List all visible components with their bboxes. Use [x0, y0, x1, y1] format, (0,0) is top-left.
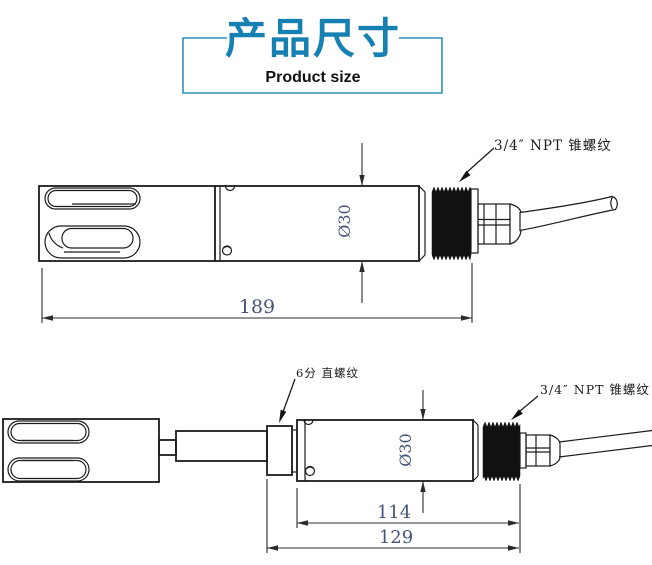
straight-thread-label: 6分 直螺纹	[296, 366, 359, 380]
set-screw-top-b	[303, 419, 314, 426]
sensor-slot-upper	[44, 187, 141, 210]
set-screw-top	[224, 185, 236, 192]
header: 产品尺寸 Product size	[182, 15, 443, 94]
neck	[158, 439, 177, 456]
length-dimension-129: 129	[266, 479, 519, 553]
taper-thread-callout-bottom: 3/4″ NPT 锥螺纹	[511, 382, 650, 420]
sensor-slot-lower	[44, 225, 141, 259]
sensor-head	[2, 418, 160, 483]
cable-gland-b	[519, 432, 561, 469]
taper-thread-label-top: 3/4″ NPT 锥螺纹	[494, 138, 612, 154]
length-dimension-189: 189	[41, 263, 473, 323]
top-view-drawing: 3/4″ NPT 锥螺纹 Ø30 189	[38, 138, 618, 323]
header-frame	[182, 37, 443, 94]
diameter-value-bottom: Ø30	[396, 433, 415, 466]
length-value-189: 189	[239, 296, 275, 318]
length-value-114: 114	[377, 502, 411, 523]
length-dimension-114: 114	[296, 484, 521, 553]
length-value-129: 129	[379, 527, 413, 548]
taper-thread-label-bottom: 3/4″ NPT 锥螺纹	[540, 382, 650, 397]
probe-body	[38, 185, 420, 262]
bottom-view-drawing: 6分 直螺纹 3/4″ NPT 锥螺纹 Ø30 114	[2, 366, 652, 553]
npt-thread-section	[431, 186, 472, 261]
probe-body-bottom	[296, 419, 474, 482]
page-subtitle: Product size	[265, 69, 360, 86]
diameter-value-top: Ø30	[335, 204, 354, 237]
cable-end-face	[610, 196, 614, 210]
cable	[519, 195, 618, 232]
head-slot-upper	[7, 420, 90, 444]
diameter-dimension-bottom: Ø30	[396, 390, 426, 513]
cable-b	[558, 429, 652, 458]
cable-gland	[470, 188, 522, 254]
npt-thread-section-b	[482, 421, 521, 482]
page-title: 产品尺寸	[225, 15, 401, 62]
straight-thread-flange	[266, 425, 293, 476]
head-slot-lower	[7, 457, 90, 482]
extension-tube	[175, 430, 268, 462]
taper-thread-callout-top: 3/4″ NPT 锥螺纹	[459, 138, 612, 182]
diameter-dimension-top: Ø30	[335, 143, 365, 303]
straight-thread-callout: 6分 直螺纹	[279, 366, 359, 423]
